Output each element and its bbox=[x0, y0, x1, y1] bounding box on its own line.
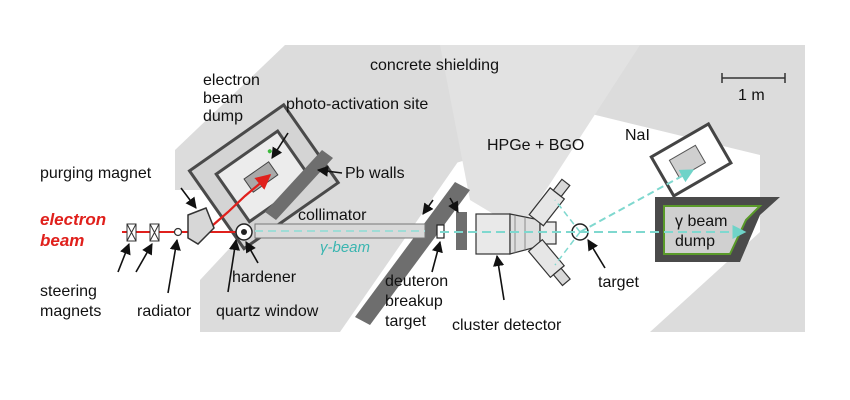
scale-bar: 1 m bbox=[721, 73, 786, 104]
label-purging-magnet: purging magnet bbox=[40, 165, 152, 182]
label-steering-2: magnets bbox=[40, 303, 101, 320]
purging-magnet bbox=[187, 207, 215, 245]
gamma-beam-to-hpge-lower bbox=[554, 231, 581, 266]
hpge-detector-lower bbox=[527, 238, 571, 287]
label-radiator: radiator bbox=[137, 303, 192, 320]
label-nai: NaI bbox=[625, 127, 650, 144]
label-electron-beam-dump-1: electron bbox=[203, 72, 260, 89]
hardener bbox=[235, 223, 253, 241]
label-quartz-window: quartz window bbox=[216, 303, 319, 320]
label-gamma-beam-dump-1: γ beam bbox=[675, 213, 727, 230]
label-collimator: collimator bbox=[298, 207, 367, 224]
label-electron-beam-2: beam bbox=[40, 231, 84, 250]
label-deuteron-1: deuteron bbox=[385, 273, 448, 290]
label-deuteron-2: breakup bbox=[385, 293, 443, 310]
label-gamma-beam-dump-2: dump bbox=[675, 233, 715, 250]
steering-magnet-1 bbox=[126, 223, 137, 242]
label-hpge-bgo: HPGe + BGO bbox=[487, 137, 584, 154]
label-deuteron-3: target bbox=[385, 313, 426, 330]
hpge-detector-upper bbox=[528, 178, 571, 227]
gamma-beam-dump bbox=[655, 197, 780, 262]
label-pb-walls: Pb walls bbox=[345, 165, 405, 182]
steering-magnet-2 bbox=[149, 223, 160, 242]
label-cluster-detector: cluster detector bbox=[452, 317, 562, 334]
pb-wall-upper bbox=[265, 150, 333, 220]
label-target: target bbox=[598, 274, 639, 291]
label-hardener: hardener bbox=[232, 269, 297, 286]
pointer-arrows bbox=[117, 132, 606, 301]
label-concrete-shielding: concrete shielding bbox=[370, 57, 499, 74]
label-gamma-beam: γ-beam bbox=[320, 239, 370, 256]
gamma-beam-to-hpge-upper bbox=[554, 199, 581, 233]
pb-wall-lower bbox=[355, 182, 470, 325]
label-electron-beam-1: electron bbox=[40, 210, 106, 229]
radiator bbox=[173, 227, 183, 237]
label-steering-1: steering bbox=[40, 283, 97, 300]
label-electron-beam-dump-2: beam bbox=[203, 90, 243, 107]
label-photo-activation-site: photo-activation site bbox=[286, 96, 428, 113]
nai-detector bbox=[649, 121, 733, 198]
scale-bar-label: 1 m bbox=[738, 87, 765, 104]
cluster-detector bbox=[475, 213, 557, 255]
collimator bbox=[254, 223, 426, 239]
label-electron-beam-dump-3: dump bbox=[203, 108, 243, 125]
